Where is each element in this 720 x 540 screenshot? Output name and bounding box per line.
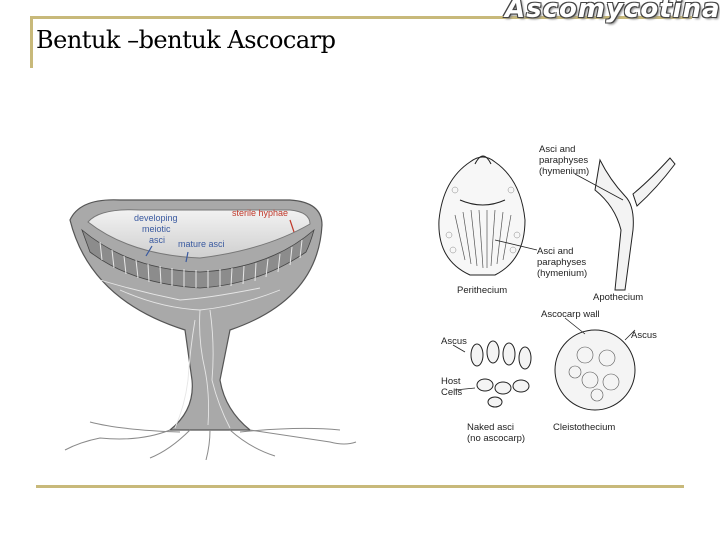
label-asci-and-1: Asci and xyxy=(539,144,575,155)
label-cells: Cells xyxy=(441,387,462,398)
arrow-mature xyxy=(185,251,189,263)
apothecium-illustration: developing meiotic asci mature asci ster… xyxy=(64,199,357,460)
label-meiotic: meiotic xyxy=(142,224,171,234)
arrow-sterile xyxy=(289,219,295,233)
hymenium-band xyxy=(81,228,315,289)
label-hymenium-1: (hymenium) xyxy=(539,166,589,177)
slide-title: Bentuk –bentuk Ascocarp xyxy=(36,26,336,54)
root-hyphae xyxy=(64,421,357,460)
label-hymenium-2: (hymenium) xyxy=(537,268,587,279)
naked-asci-drawing xyxy=(470,340,532,408)
label-developing: developing xyxy=(134,213,178,223)
label-apothecium: Apothecium xyxy=(593,292,643,303)
asci-strokes xyxy=(99,239,303,288)
brand-logo: Ascomycotina xyxy=(505,0,720,24)
label-perithecium: Perithecium xyxy=(457,285,507,296)
label-no-ascocarp: (no ascocarp) xyxy=(467,433,525,444)
perithecium-drawing xyxy=(438,155,526,276)
label-ascus-right: Ascus xyxy=(631,330,657,341)
label-mature-asci: mature asci xyxy=(178,239,225,249)
label-paraphyses-2: paraphyses xyxy=(537,257,586,268)
label-ascus-left: Ascus xyxy=(441,336,467,347)
cup-body xyxy=(69,199,323,431)
arrow-developing xyxy=(145,245,153,257)
apothecium-line-drawing xyxy=(594,157,676,291)
label-host: Host xyxy=(441,376,461,387)
label-ascocarp-wall: Ascocarp wall xyxy=(541,309,600,320)
label-asci: asci xyxy=(149,235,165,245)
ascocarp-types-illustration: Asci and paraphyses (hymenium) Asci and … xyxy=(438,144,676,444)
label-paraphyses-1: paraphyses xyxy=(539,155,588,166)
label-sterile-hyphae: sterile hyphae xyxy=(232,208,288,218)
frame-top-rule xyxy=(32,16,692,19)
hyphae-network xyxy=(99,279,281,429)
cleistothecium-drawing xyxy=(554,329,636,411)
frame-bottom-rule xyxy=(36,485,684,488)
label-naked-asci: Naked asci xyxy=(467,422,514,433)
frame-left-rule xyxy=(30,16,33,68)
label-asci-and-2: Asci and xyxy=(537,246,573,257)
cup-top-surface xyxy=(87,209,311,259)
label-cleistothecium: Cleistothecium xyxy=(553,422,615,433)
